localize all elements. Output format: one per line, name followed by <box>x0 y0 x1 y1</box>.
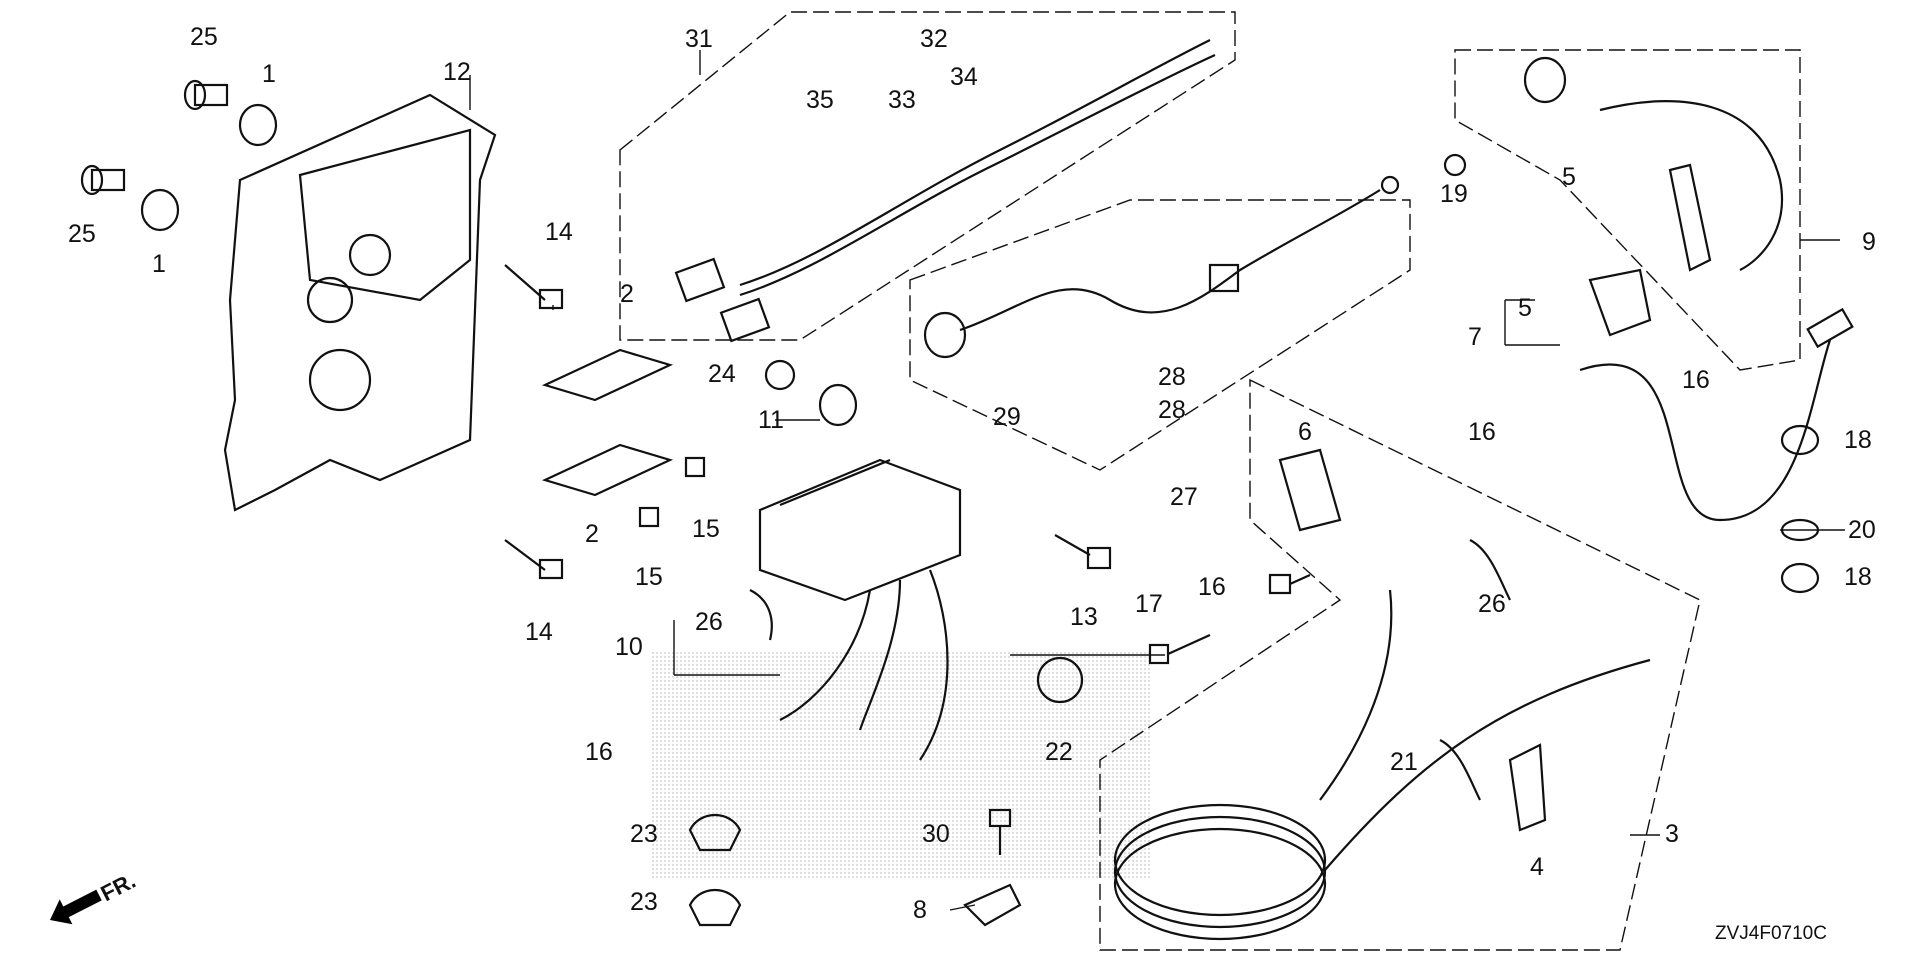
part-31-harness <box>674 39 1216 343</box>
callout-25: 25 <box>68 220 96 248</box>
part-23-clip-a <box>688 814 742 852</box>
part-21-band <box>1439 739 1481 801</box>
part-2-bracket-upper <box>541 348 674 402</box>
callout-2: 2 <box>585 520 599 548</box>
callout-28: 28 <box>1158 363 1186 391</box>
callout-16: 16 <box>585 738 613 766</box>
callout-4: 4 <box>1530 853 1544 881</box>
callout-20: 20 <box>1848 516 1876 544</box>
callout-21: 21 <box>1390 748 1418 776</box>
arrow-left-icon <box>50 889 102 925</box>
part-14-bolt-upper <box>504 264 564 310</box>
part-18-nut-a <box>1780 424 1820 456</box>
callout-34: 34 <box>950 63 978 91</box>
callout-7: 7 <box>1468 323 1482 351</box>
watermark <box>650 650 1150 880</box>
part-26-band-right <box>1469 539 1511 601</box>
callout-23: 23 <box>630 888 658 916</box>
callout-9: 9 <box>1862 228 1876 256</box>
callout-17: 17 <box>1135 590 1163 618</box>
part-24-cap <box>764 359 796 391</box>
callout-1: 1 <box>152 250 166 278</box>
part-1a <box>238 103 278 147</box>
diagram-code: ZVJ4F0710C <box>1715 923 1827 944</box>
callout-5: 5 <box>1518 294 1532 322</box>
group-31-box <box>619 11 1236 341</box>
part-10-cdi-unit <box>758 458 962 761</box>
group-27-box <box>909 199 1411 471</box>
part-1b <box>140 188 180 232</box>
part-15-bolt-a <box>684 456 706 478</box>
callout-3: 3 <box>1665 820 1679 848</box>
callout-16: 16 <box>1468 418 1496 446</box>
callout-35: 35 <box>806 86 834 114</box>
part-25a <box>183 79 229 111</box>
part-14-bolt-lower <box>504 539 564 580</box>
callout-24: 24 <box>708 360 736 388</box>
leader-lines <box>469 50 1845 911</box>
part-22-clamp <box>1036 656 1084 704</box>
callout-28: 28 <box>1158 396 1186 424</box>
callout-labels: 25 1 12 25 1 14 2 15 2 15 14 31 35 32 33… <box>68 23 1876 924</box>
callout-14: 14 <box>545 218 573 246</box>
part-15-bolt-b <box>638 506 660 528</box>
callout-12: 12 <box>443 58 471 86</box>
callout-10: 10 <box>615 633 643 661</box>
part-23-clip-b <box>688 889 742 927</box>
callout-15: 15 <box>692 515 720 543</box>
part-3-battery-cable <box>1113 589 1651 941</box>
part-18-nut-b <box>1780 562 1820 594</box>
front-direction-indicator: FR. <box>50 868 140 925</box>
part-26-band-left <box>749 589 773 641</box>
part-19-nut <box>1443 153 1467 177</box>
part-2-bracket-lower <box>541 443 674 497</box>
callout-16: 16 <box>1682 366 1710 394</box>
callout-14: 14 <box>525 618 553 646</box>
part-12-housing <box>223 93 497 512</box>
callout-8: 8 <box>913 896 927 924</box>
callout-2: 2 <box>620 280 634 308</box>
callout-13: 13 <box>1070 603 1098 631</box>
callout-18: 18 <box>1844 563 1872 591</box>
callout-19: 19 <box>1440 180 1468 208</box>
callout-22: 22 <box>1045 738 1073 766</box>
part-30-bolt <box>988 808 1012 855</box>
callout-30: 30 <box>922 820 950 848</box>
callout-26: 26 <box>695 608 723 636</box>
part-8-plate <box>963 883 1022 927</box>
part-27-harness <box>923 175 1400 359</box>
part-7-cable <box>1579 268 1854 522</box>
callout-18: 18 <box>1844 426 1872 454</box>
callout-1: 1 <box>262 60 276 88</box>
callout-6: 6 <box>1298 418 1312 446</box>
callout-33: 33 <box>888 86 916 114</box>
group-3-box <box>1099 378 1701 951</box>
part-13-bolt <box>1054 534 1112 570</box>
part-25b <box>80 164 126 196</box>
part-11-grommet <box>818 383 858 427</box>
callout-15: 15 <box>635 563 663 591</box>
callout-26: 26 <box>1478 590 1506 618</box>
callout-5: 5 <box>1562 163 1576 191</box>
group-9-box <box>1454 49 1801 371</box>
callout-32: 32 <box>920 25 948 53</box>
callout-23: 23 <box>630 820 658 848</box>
direction-label: FR. <box>97 868 140 906</box>
part-6-terminal <box>1278 448 1342 532</box>
part-9-cable <box>1523 56 1783 272</box>
callout-31: 31 <box>685 25 713 53</box>
callout-11: 11 <box>758 406 784 434</box>
callout-27: 27 <box>1170 483 1198 511</box>
part-17-bolt <box>1148 633 1211 665</box>
part-16-bolt <box>1268 573 1311 595</box>
callout-16: 16 <box>1198 573 1226 601</box>
callout-29: 29 <box>993 403 1021 431</box>
part-4-boot <box>1508 743 1547 832</box>
callout-25: 25 <box>190 23 218 51</box>
